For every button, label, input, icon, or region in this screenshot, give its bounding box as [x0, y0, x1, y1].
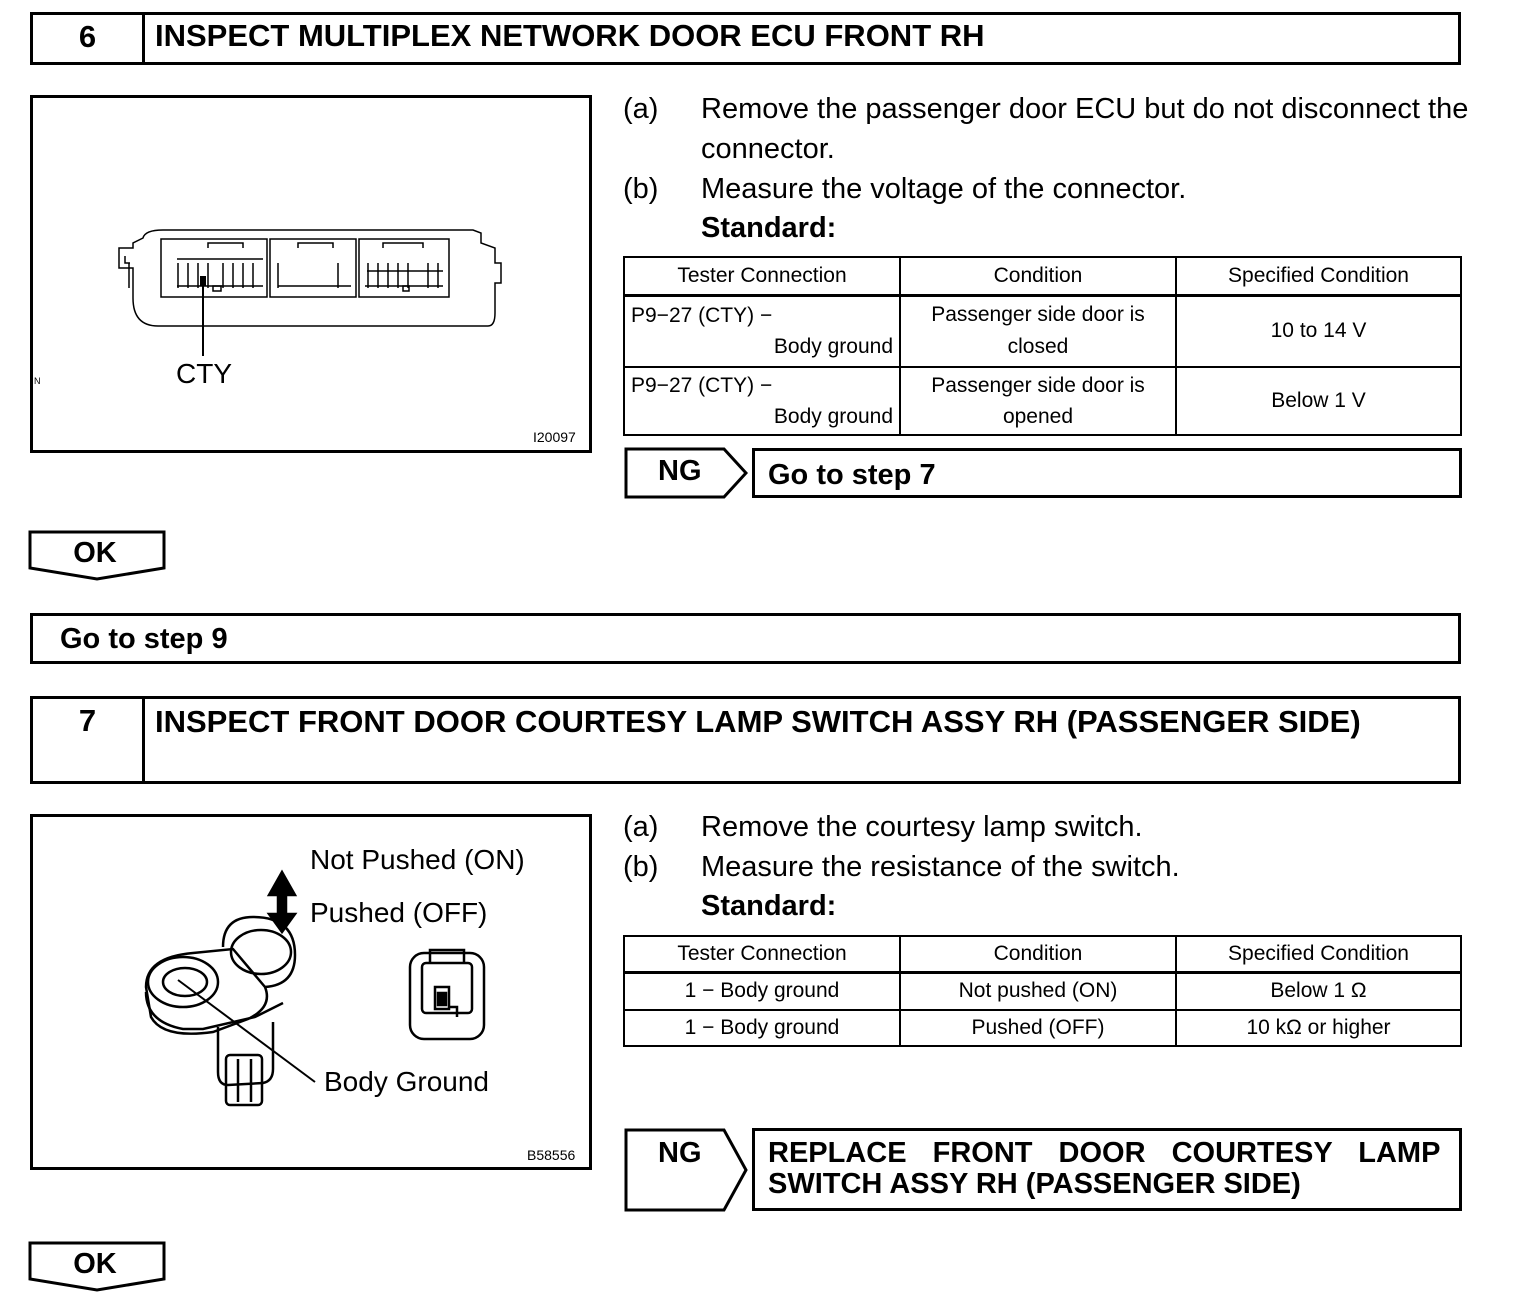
step6-title: INSPECT MULTIPLEX NETWORK DOOR ECU FRONT…: [155, 18, 985, 53]
courtesy-switch-illustration: [144, 869, 486, 1107]
table-header-row: Tester Connection Condition Specified Co…: [623, 935, 1462, 974]
ng-arrow-icon: [624, 1128, 748, 1212]
step6-number: 6: [33, 15, 145, 62]
step6-figure: CTY N I20097: [30, 95, 592, 453]
step6-ng-action: Go to step 7: [752, 448, 1462, 498]
step6-instruction-a: (a) Remove the passenger door ECU but do…: [623, 89, 1473, 169]
step7-header: 7 INSPECT FRONT DOOR COURTESY LAMP SWITC…: [30, 696, 1461, 784]
step7-ok-button[interactable]: OK: [28, 1241, 166, 1293]
ng-label: NG: [658, 1137, 702, 1169]
instruction-label: (a): [623, 93, 659, 125]
instruction-text: Measure the voltage of the connector.: [701, 173, 1187, 205]
step7-standard-label: Standard:: [701, 890, 837, 922]
instruction-label: (a): [623, 811, 659, 843]
step6-ok-button[interactable]: OK: [28, 530, 166, 582]
table-row: 1 − Body ground Pushed (OFF) 10 kΩ or hi…: [623, 1009, 1462, 1047]
table-header-cell: Condition: [899, 256, 1177, 297]
table-cell: Pushed (OFF): [899, 1009, 1177, 1047]
figure-mark: N: [34, 376, 41, 386]
table-cell: P9−27 (CTY) − Body ground: [623, 294, 901, 368]
table-cell: Passenger side door is opened: [899, 366, 1177, 436]
step7-number: 7: [33, 699, 145, 781]
next-step-text: Go to step 9: [60, 623, 228, 655]
pushed-label: Pushed (OFF): [310, 897, 488, 928]
ok-arrow-icon: [28, 1241, 166, 1292]
table-header-cell: Tester Connection: [623, 935, 901, 974]
cond-line-2: opened: [1002, 405, 1074, 428]
ng-label: NG: [658, 455, 702, 487]
conn-line-2: Body ground: [773, 335, 893, 359]
ok-label: OK: [73, 1248, 117, 1280]
go-to-step9: Go to step 9: [30, 613, 1461, 664]
instruction-label: (b): [623, 173, 659, 205]
step7-instruction-a: (a) Remove the courtesy lamp switch.: [623, 807, 1473, 847]
ng-action-text: Go to step 7: [768, 459, 936, 491]
cond-line-1: Passenger side door is: [931, 303, 1145, 327]
instruction-text: Remove the courtesy lamp switch.: [701, 811, 1143, 843]
step6-standard-label: Standard:: [701, 212, 837, 244]
step6-instruction-b: (b) Measure the voltage of the connector…: [623, 169, 1473, 209]
step6-header: 6 INSPECT MULTIPLEX NETWORK DOOR ECU FRO…: [30, 12, 1461, 65]
table-cell: 10 to 14 V: [1175, 294, 1462, 368]
instruction-text: Measure the resistance of the switch.: [701, 851, 1180, 883]
instruction-text: Remove the passenger door ECU but do not…: [701, 93, 1469, 165]
table-header-cell: Specified Condition: [1175, 256, 1462, 297]
table-cell: Not pushed (ON): [899, 971, 1177, 1011]
ng-action-line-2: SWITCH ASSY RH (PASSENGER SIDE): [768, 1168, 1301, 1200]
instruction-label: (b): [623, 851, 659, 883]
step7-figure: Not Pushed (ON) Pushed (OFF) Body Ground…: [30, 814, 592, 1170]
table-header-cell: Tester Connection: [623, 256, 901, 297]
table-cell: 1 − Body ground: [623, 1009, 901, 1047]
step7-spec-table: Tester Connection Condition Specified Co…: [623, 935, 1462, 1047]
conn-line-1: P9−27 (CTY) −: [631, 304, 773, 328]
cond-line-1: Passenger side door is: [931, 374, 1145, 397]
table-cell: Passenger side door is closed: [899, 294, 1177, 368]
table-cell: Below 1 Ω: [1175, 971, 1462, 1011]
ok-label: OK: [73, 537, 117, 569]
table-cell: Below 1 V: [1175, 366, 1462, 436]
ng-arrow-icon: [624, 447, 748, 499]
table-row: P9−27 (CTY) − Body ground Passenger side…: [623, 366, 1462, 436]
table-row: P9−27 (CTY) − Body ground Passenger side…: [623, 294, 1462, 368]
figure-id: B58556: [527, 1147, 576, 1163]
step7-ng-action: REPLACE FRONT DOOR COURTESY LAMP SWITCH …: [752, 1128, 1462, 1211]
table-header-cell: Condition: [899, 935, 1177, 974]
body-ground-label: Body Ground: [324, 1066, 489, 1097]
table-cell: 1 − Body ground: [623, 971, 901, 1011]
conn-line-1: P9−27 (CTY) −: [631, 374, 773, 397]
step6-ng-button[interactable]: NG: [624, 446, 748, 500]
step7-instruction-b: (b) Measure the resistance of the switch…: [623, 847, 1473, 887]
not-pushed-label: Not Pushed (ON): [310, 844, 525, 875]
cond-line-2: closed: [1007, 335, 1069, 359]
table-header-cell: Specified Condition: [1175, 935, 1462, 974]
cty-label: CTY: [176, 358, 232, 389]
ecu-connector-illustration: [118, 229, 502, 356]
conn-line-2: Body ground: [773, 405, 893, 428]
table-cell: 10 kΩ or higher: [1175, 1009, 1462, 1047]
ok-arrow-icon: [28, 530, 166, 581]
step7-ng-button[interactable]: NG: [624, 1127, 748, 1213]
table-header-row: Tester Connection Condition Specified Co…: [623, 256, 1462, 297]
step6-spec-table: Tester Connection Condition Specified Co…: [623, 256, 1462, 436]
step7-title: INSPECT FRONT DOOR COURTESY LAMP SWITCH …: [155, 704, 1361, 739]
figure-id: I20097: [533, 429, 576, 445]
table-row: 1 − Body ground Not pushed (ON) Below 1 …: [623, 971, 1462, 1011]
ng-action-line-1: REPLACE FRONT DOOR COURTESY LAMP: [768, 1137, 1441, 1169]
table-cell: P9−27 (CTY) − Body ground: [623, 366, 901, 436]
